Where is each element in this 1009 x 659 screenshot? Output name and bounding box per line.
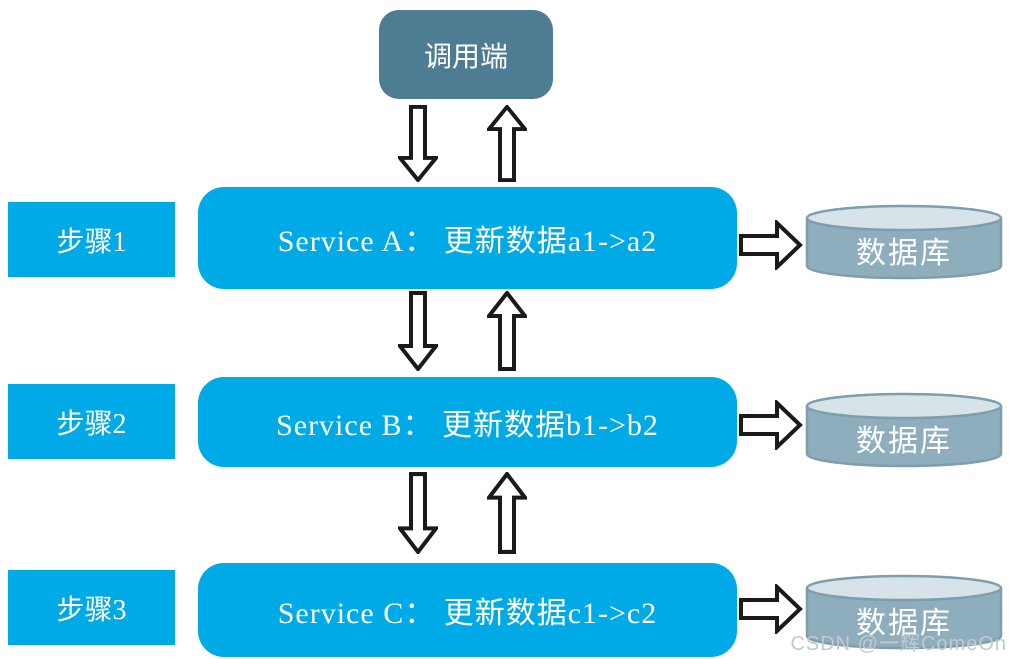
service-label-b: Service B： 更新数据b1->b2 [276, 409, 659, 442]
right-arrow-icon [739, 584, 803, 634]
database-label-1: 数据库 [856, 237, 952, 270]
service-label-c: Service C： 更新数据c1->c2 [277, 597, 658, 630]
service-label-a: Service A： 更新数据a1->a2 [277, 225, 658, 258]
database-cylinder-icon [805, 204, 1003, 280]
up-arrow-icon [487, 291, 527, 371]
step-box-3: 步骤3 [8, 570, 175, 645]
caller-node: 调用端 [379, 10, 553, 99]
down-arrow-icon [398, 105, 438, 182]
database-label-2: 数据库 [856, 425, 952, 458]
database-node-2: 数据库 [805, 392, 1003, 468]
step-label-1: 步骤1 [56, 226, 127, 258]
service-node-b: Service B： 更新数据b1->b2 [198, 377, 737, 467]
database-cylinder-icon [805, 574, 1003, 650]
database-node-1: 数据库 [805, 204, 1003, 280]
down-arrow-icon [398, 472, 438, 554]
caller-label: 调用端 [423, 41, 508, 73]
database-label-3: 数据库 [856, 607, 952, 640]
database-node-3: 数据库 [805, 574, 1003, 650]
step-label-2: 步骤2 [56, 408, 127, 440]
service-node-c: Service C： 更新数据c1->c2 [198, 563, 737, 657]
step-label-3: 步骤3 [56, 594, 127, 626]
database-cylinder-icon [805, 392, 1003, 468]
right-arrow-icon [739, 400, 803, 450]
right-arrow-icon [739, 220, 803, 270]
up-arrow-icon [487, 472, 527, 554]
watermark-text: CSDN @一辉ComeOn [790, 633, 1007, 655]
service-node-a: Service A： 更新数据a1->a2 [198, 187, 737, 289]
step-box-1: 步骤1 [8, 202, 175, 277]
step-box-2: 步骤2 [8, 384, 175, 459]
up-arrow-icon [487, 105, 527, 182]
down-arrow-icon [398, 291, 438, 371]
